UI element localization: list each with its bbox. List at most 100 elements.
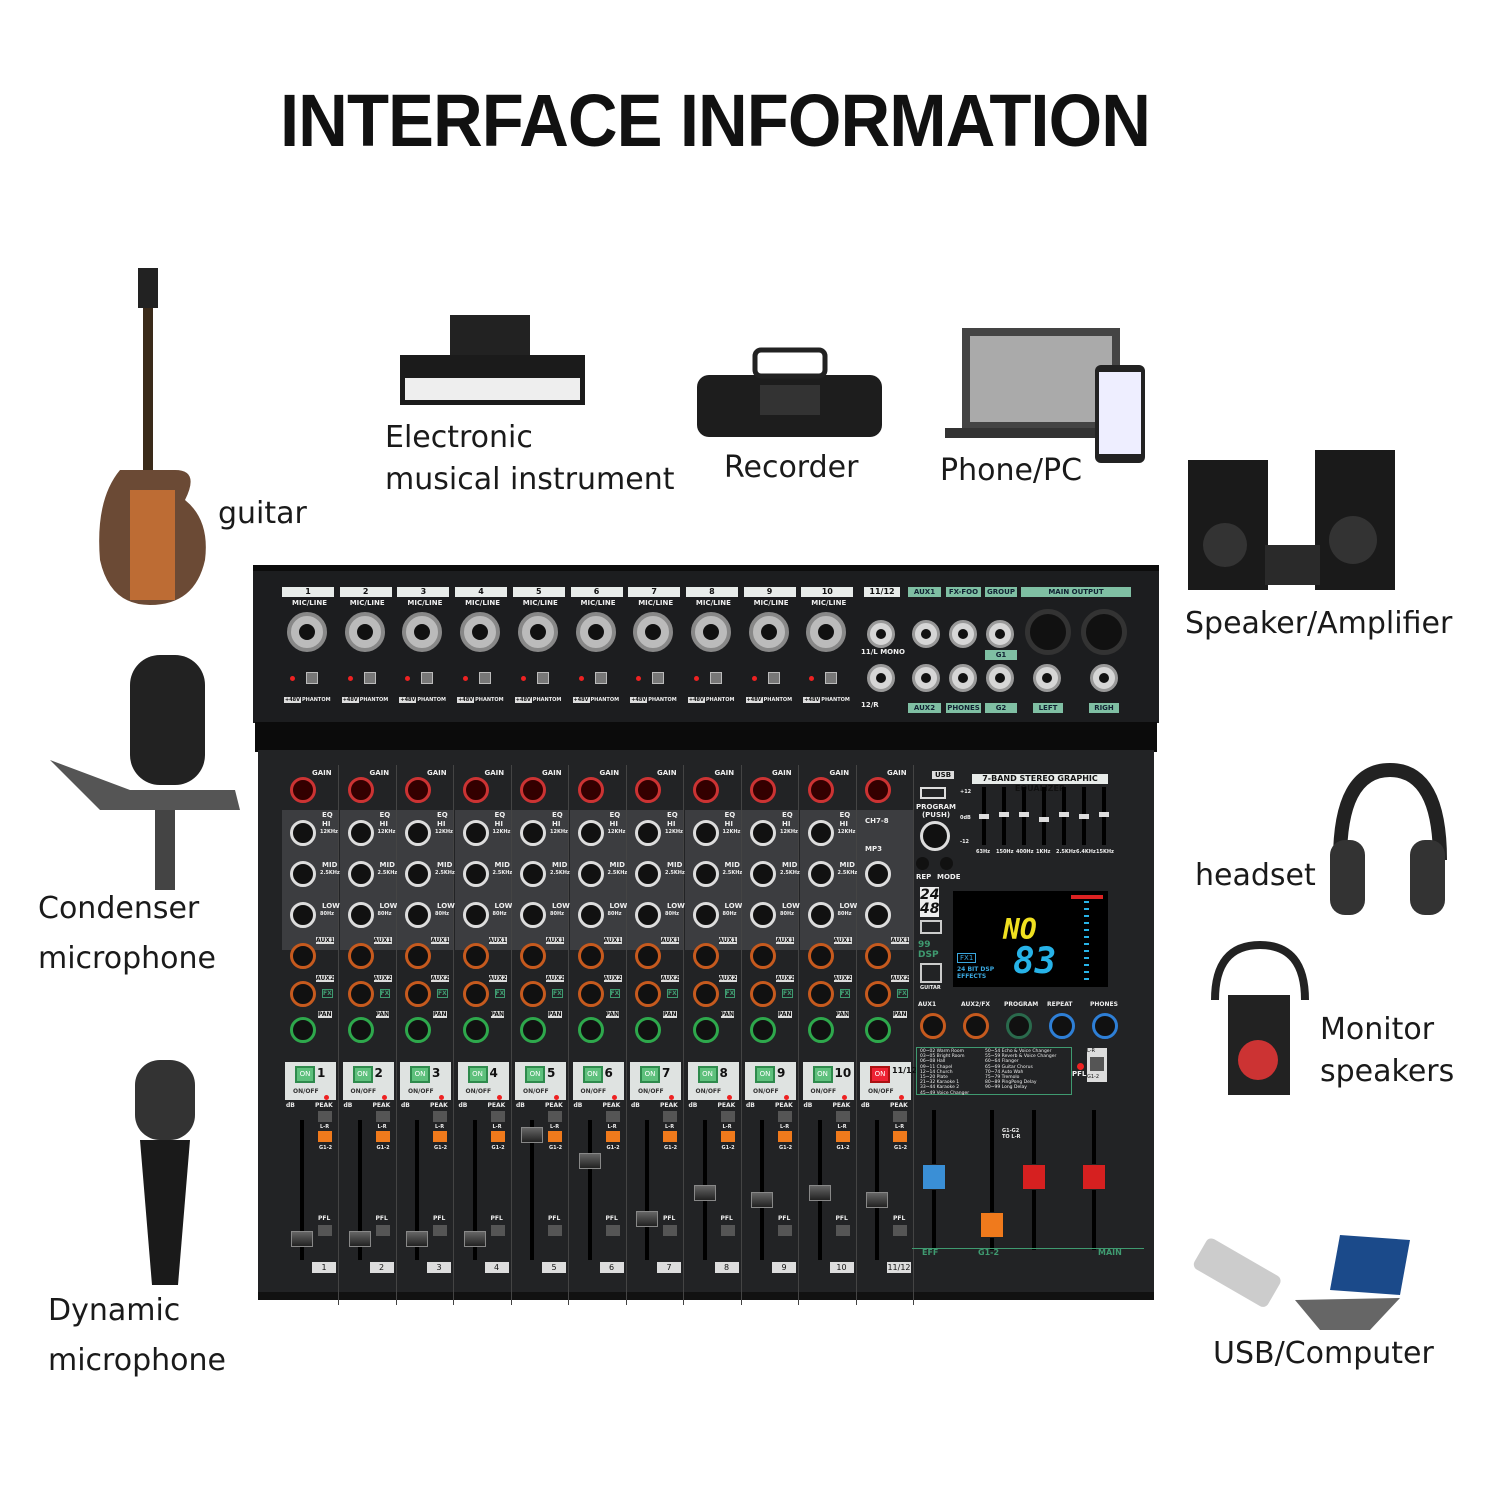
gain-knob[interactable] <box>347 777 374 803</box>
stereo-r-jack[interactable] <box>867 664 895 692</box>
mic-line-combo-jack[interactable] <box>690 612 731 652</box>
aux2-knob[interactable] <box>692 981 719 1007</box>
pfl-button[interactable] <box>778 1225 792 1236</box>
g12-button[interactable] <box>548 1131 562 1142</box>
aux2-out-jack[interactable] <box>912 664 940 692</box>
channel-fader[interactable] <box>866 1191 888 1208</box>
channel-fader[interactable] <box>521 1126 543 1143</box>
eq-mid-knob[interactable] <box>807 861 834 887</box>
eq-band-slider[interactable] <box>979 814 989 819</box>
pfl-button[interactable] <box>490 1225 505 1236</box>
gain-knob[interactable] <box>577 777 604 803</box>
aux2-knob[interactable] <box>462 981 489 1007</box>
mic-line-combo-jack[interactable] <box>806 612 847 652</box>
aux2-knob[interactable] <box>347 981 374 1007</box>
master-lr-g12-switch[interactable]: L-R G1-2 <box>1087 1048 1107 1082</box>
mic-line-combo-jack[interactable] <box>344 612 385 652</box>
on-button[interactable]: ON <box>467 1066 488 1083</box>
lr-button[interactable] <box>433 1111 447 1122</box>
channel-fader[interactable] <box>578 1152 601 1169</box>
eq-mid-knob[interactable] <box>347 861 374 887</box>
eq-hi-knob[interactable] <box>520 820 546 846</box>
aux1-knob[interactable] <box>807 943 834 969</box>
pfl-button[interactable] <box>663 1225 677 1236</box>
eq-mid-knob[interactable] <box>405 861 431 887</box>
gain-knob[interactable] <box>520 777 546 803</box>
eq-low-knob[interactable] <box>807 902 834 928</box>
on-button[interactable]: ON <box>870 1066 890 1083</box>
master-knob[interactable] <box>1092 1013 1118 1039</box>
master-fader[interactable] <box>922 1164 946 1190</box>
lr-button[interactable] <box>720 1111 735 1122</box>
g12-button[interactable] <box>893 1131 907 1142</box>
aux1-knob[interactable] <box>520 943 546 969</box>
pfl-button[interactable] <box>548 1225 562 1236</box>
pfl-button[interactable] <box>893 1225 907 1236</box>
gain-knob[interactable] <box>635 777 661 803</box>
g12-button[interactable] <box>778 1131 792 1142</box>
g12-button[interactable] <box>835 1131 850 1142</box>
channel-fader[interactable] <box>291 1230 313 1247</box>
gain-knob[interactable] <box>290 777 316 803</box>
mic-line-combo-jack[interactable] <box>460 612 501 652</box>
on-button[interactable]: ON <box>525 1066 545 1083</box>
pfl-button[interactable] <box>605 1225 620 1236</box>
gain-knob[interactable] <box>405 777 431 803</box>
eq-low-knob[interactable] <box>405 902 431 928</box>
mode-button[interactable] <box>940 857 953 870</box>
master-fader[interactable] <box>1082 1164 1106 1190</box>
aux1-knob[interactable] <box>347 943 374 969</box>
pan-knob[interactable] <box>520 1017 546 1043</box>
lr-button[interactable] <box>893 1111 907 1122</box>
channel-fader[interactable] <box>463 1230 486 1247</box>
eq-hi-knob[interactable] <box>577 820 604 846</box>
on-button[interactable]: ON <box>582 1066 603 1083</box>
aux2-knob[interactable] <box>577 981 604 1007</box>
master-fader[interactable] <box>980 1212 1004 1238</box>
eq-band-slider[interactable] <box>1039 816 1049 822</box>
aux1-knob[interactable] <box>290 943 316 969</box>
phantom-switch[interactable] <box>594 672 607 684</box>
aux2-knob[interactable] <box>290 981 316 1007</box>
gain-knob[interactable] <box>807 777 834 803</box>
phones-jack[interactable] <box>949 664 977 692</box>
eq-low-knob[interactable] <box>347 902 374 928</box>
eq-low-knob[interactable] <box>635 902 661 928</box>
channel-fader[interactable] <box>693 1185 716 1201</box>
phantom-switch[interactable] <box>479 672 492 684</box>
eq-low-knob[interactable] <box>577 902 604 928</box>
pan-knob[interactable] <box>807 1017 834 1043</box>
eq-low-knob[interactable] <box>750 902 776 928</box>
aux1-out-jack[interactable] <box>912 620 940 648</box>
eq-hi-knob[interactable] <box>692 820 719 846</box>
usb-port[interactable] <box>920 787 946 799</box>
g12-button[interactable] <box>433 1131 447 1142</box>
eq-mid-knob[interactable] <box>462 861 489 887</box>
gain-knob[interactable] <box>692 777 719 803</box>
phantom-switch[interactable] <box>825 672 838 684</box>
eq-low-knob[interactable] <box>865 902 891 928</box>
pan-knob[interactable] <box>865 1017 891 1043</box>
lr-button[interactable] <box>835 1111 850 1122</box>
phantom-switch[interactable] <box>363 672 376 684</box>
aux2-knob[interactable] <box>865 981 891 1007</box>
pfl-button[interactable] <box>375 1225 390 1236</box>
pan-knob[interactable] <box>635 1017 661 1043</box>
phantom-switch[interactable] <box>652 672 665 684</box>
aux1-knob[interactable] <box>692 943 719 969</box>
aux1-knob[interactable] <box>577 943 604 969</box>
channel-fader[interactable] <box>406 1230 428 1247</box>
lr-button[interactable] <box>663 1111 677 1122</box>
eq-mid-knob[interactable] <box>520 861 546 887</box>
lr-button[interactable] <box>778 1111 792 1122</box>
mic-line-combo-jack[interactable] <box>517 612 558 652</box>
eq-mid-knob[interactable] <box>577 861 604 887</box>
main-right-xlr[interactable] <box>1081 609 1127 655</box>
aux1-knob[interactable] <box>865 943 891 969</box>
master-fader[interactable] <box>1022 1164 1046 1190</box>
master-knob[interactable] <box>1006 1013 1032 1039</box>
pan-knob[interactable] <box>750 1017 776 1043</box>
eq-low-knob[interactable] <box>520 902 546 928</box>
on-button[interactable]: ON <box>352 1066 373 1083</box>
eq-hi-knob[interactable] <box>462 820 489 846</box>
